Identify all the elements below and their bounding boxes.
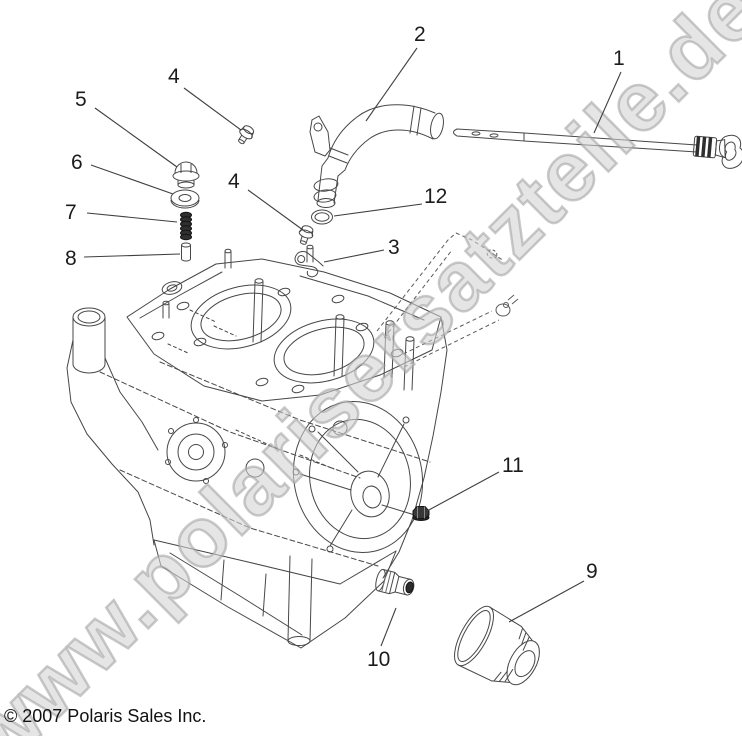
plug-drawing bbox=[172, 161, 200, 189]
engine-crankcase-drawing bbox=[66, 244, 448, 649]
pin-drawing bbox=[181, 242, 191, 262]
oil-fill-tube-drawing bbox=[309, 104, 444, 208]
bolt-lower-drawing bbox=[298, 225, 314, 245]
o-ring-drawing bbox=[311, 209, 333, 225]
nut-drawing bbox=[412, 506, 430, 521]
washer-drawing bbox=[170, 189, 200, 209]
copyright-text: © 2007 Polaris Sales Inc. bbox=[4, 706, 207, 726]
oil-filter-drawing bbox=[454, 605, 540, 686]
fitting-drawing bbox=[375, 568, 415, 596]
clamp-bracket-drawing bbox=[294, 251, 324, 278]
dipstick-drawing bbox=[453, 128, 742, 169]
spring-drawing bbox=[180, 211, 192, 241]
dipstick-handle bbox=[692, 134, 742, 169]
bolt-upper-drawing bbox=[238, 125, 255, 145]
phantom-oil-line-drawing bbox=[376, 232, 519, 368]
